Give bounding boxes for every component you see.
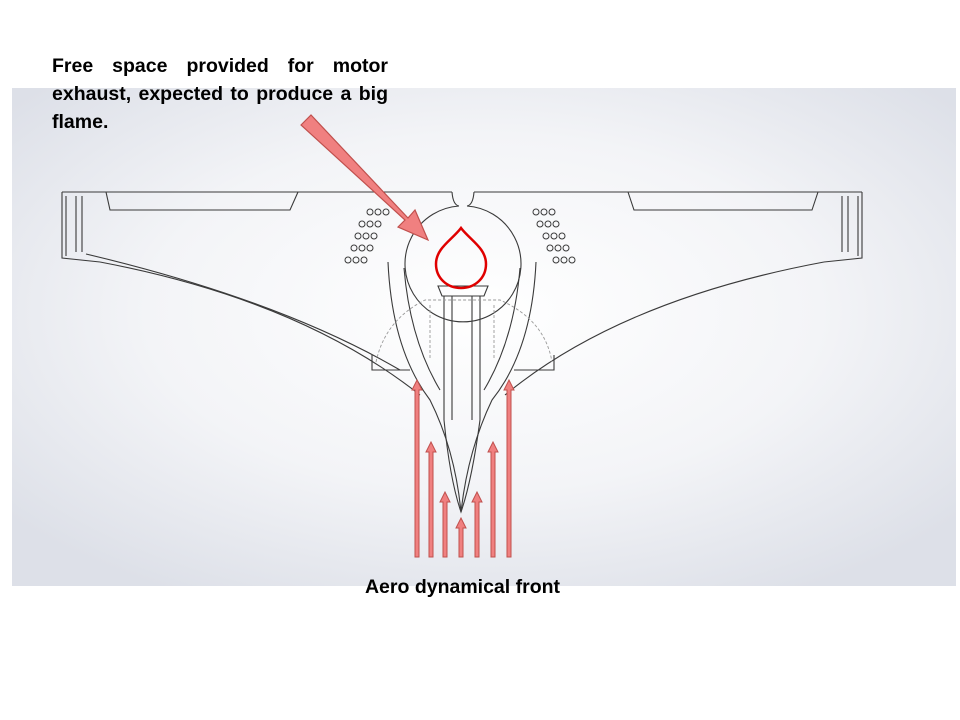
vent-holes-right <box>532 208 576 264</box>
hidden-fairing <box>375 299 553 363</box>
vent-hole <box>540 208 548 216</box>
vent-hole <box>550 232 558 240</box>
vent-hole <box>366 208 374 216</box>
right-elevon <box>627 191 819 211</box>
airflow-arrow <box>425 440 437 558</box>
flying-wing-outline <box>61 191 863 514</box>
vent-hole <box>552 220 560 228</box>
vent-holes-left <box>344 208 390 264</box>
vent-hole <box>358 220 366 228</box>
render-background <box>12 88 956 586</box>
vent-hole <box>548 208 556 216</box>
vent-hole <box>354 232 362 240</box>
vent-hole <box>366 220 374 228</box>
vent-hole <box>544 220 552 228</box>
exhaust-space-note: Free space provided for motor exhaust, e… <box>52 55 388 133</box>
left-trailing-sweep <box>99 261 421 396</box>
vent-hole <box>362 232 370 240</box>
vent-hole <box>350 244 358 252</box>
vent-hole <box>552 256 560 264</box>
left-elevon <box>105 191 299 211</box>
left-wing-tip <box>61 192 101 263</box>
vent-hole <box>344 256 352 264</box>
vent-hole <box>542 232 550 240</box>
vent-hole <box>382 208 390 216</box>
airflow-arrows <box>411 378 515 558</box>
right-fin <box>514 355 555 371</box>
left-fin <box>371 355 410 371</box>
right-trailing-sweep <box>504 261 825 396</box>
airflow-arrow <box>411 378 423 558</box>
airflow-arrow <box>487 440 499 558</box>
airflow-arrow <box>503 378 515 558</box>
hidden-mount <box>429 305 495 360</box>
vent-hole <box>562 244 570 252</box>
vent-hole <box>568 256 576 264</box>
vent-hole <box>546 244 554 252</box>
vent-hole <box>536 220 544 228</box>
vent-hole <box>558 232 566 240</box>
exhaust-pointer-arrow <box>300 114 430 242</box>
vent-hole <box>532 208 540 216</box>
vent-hole <box>560 256 568 264</box>
airflow-arrow <box>471 490 483 558</box>
hidden-lines <box>375 299 553 363</box>
motor-tube-inner <box>451 296 473 420</box>
vent-hole <box>370 232 378 240</box>
vent-hole <box>554 244 562 252</box>
airflow-arrow <box>455 516 467 558</box>
airflow-arrow <box>439 490 451 558</box>
right-wing-tip <box>823 192 863 263</box>
flame-icon <box>434 225 488 290</box>
vent-hole <box>374 220 382 228</box>
vent-hole <box>366 244 374 252</box>
vent-hole <box>352 256 360 264</box>
left-lower-sweep <box>85 253 401 371</box>
vent-hole <box>358 244 366 252</box>
aero-front-label: Aero dynamical front <box>364 576 561 598</box>
fuselage-inner <box>403 267 521 391</box>
vent-hole <box>360 256 368 264</box>
vent-hole <box>374 208 382 216</box>
